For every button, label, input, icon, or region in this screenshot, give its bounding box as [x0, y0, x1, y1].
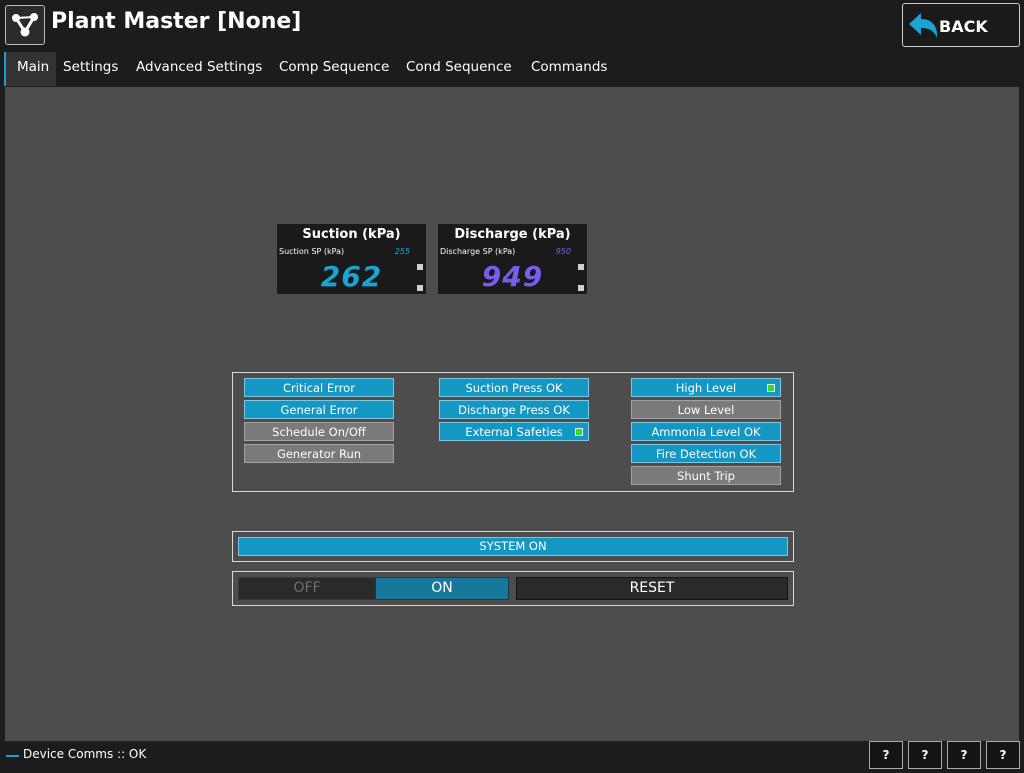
indicator-label: Discharge Press OK — [458, 403, 570, 417]
on-button[interactable]: ON — [375, 577, 509, 600]
status-box-2[interactable]: ? — [908, 741, 942, 769]
green-led-icon — [575, 428, 583, 436]
reset-button[interactable]: RESET — [516, 577, 788, 600]
tab-bar: Main Settings Advanced Settings Comp Seq… — [0, 52, 1024, 86]
indicator-discharge-press-ok: Discharge Press OK — [439, 400, 589, 419]
indicator-label: Generator Run — [276, 447, 362, 461]
indicator-critical-error: Critical Error — [244, 378, 394, 397]
suction-sp-value: 255 — [394, 247, 410, 256]
tab-commands[interactable]: Commands — [531, 59, 608, 75]
off-button[interactable]: OFF — [238, 577, 376, 600]
status-box-4[interactable]: ? — [986, 741, 1020, 769]
indicator-label: Ammonia Level OK — [651, 425, 761, 439]
indicator-label: Suction Press OK — [465, 381, 563, 395]
back-arrow-icon — [909, 13, 938, 38]
tab-settings[interactable]: Settings — [63, 59, 119, 75]
suction-indicator-bottom — [417, 285, 423, 291]
indicator-schedule-onoff: Schedule On/Off — [244, 422, 394, 441]
system-status-panel: SYSTEM ON — [232, 531, 794, 562]
indicator-ammonia-level-ok: Ammonia Level OK — [631, 422, 781, 441]
tab-comp-sequence[interactable]: Comp Sequence — [279, 59, 390, 75]
control-panel: OFF ON RESET — [232, 571, 794, 606]
indicator-label: Critical Error — [283, 381, 355, 395]
discharge-sp-value: 950 — [555, 247, 571, 256]
tab-cond-sequence[interactable]: Cond Sequence — [406, 59, 512, 75]
network-node-icon — [5, 5, 45, 45]
status-box-1[interactable]: ? — [869, 741, 903, 769]
discharge-indicator-bottom — [578, 285, 584, 291]
indicator-label: General Error — [280, 403, 358, 417]
indicator-label: Schedule On/Off — [272, 425, 366, 439]
indicator-high-level: High Level — [631, 378, 781, 397]
indicator-suction-press-ok: Suction Press OK — [439, 378, 589, 397]
indicator-generator-run: Generator Run — [244, 444, 394, 463]
system-status: SYSTEM ON — [238, 537, 788, 556]
indicator-general-error: General Error — [244, 400, 394, 419]
indicator-label: Fire Detection OK — [655, 447, 757, 461]
suction-gauge: Suction (kPa) Suction SP (kPa) 255 262 — [277, 224, 426, 294]
indicator-shunt-trip: Shunt Trip — [631, 466, 781, 485]
discharge-gauge: Discharge (kPa) Discharge SP (kPa) 950 9… — [438, 224, 587, 294]
suction-title: Suction (kPa) — [302, 227, 401, 242]
indicator-label: Shunt Trip — [677, 469, 735, 483]
discharge-indicator-top — [578, 264, 584, 270]
indicator-external-safeties: External Safeties — [439, 422, 589, 441]
title-bar: Plant Master [None] BACK — [0, 0, 1024, 52]
back-button[interactable]: BACK — [902, 3, 1020, 47]
comms-status-marker — [6, 755, 19, 757]
back-label: BACK — [939, 17, 988, 36]
page-title: Plant Master [None] — [51, 9, 302, 34]
suction-indicator-top — [417, 264, 423, 270]
suction-value: 262 — [320, 260, 383, 293]
discharge-sp-label: Discharge SP (kPa) — [440, 247, 516, 256]
indicator-label: External Safeties — [465, 425, 563, 439]
bottom-bar: Device Comms :: OK ? ? ? ? — [0, 741, 1024, 773]
tab-main[interactable]: Main — [4, 52, 56, 86]
indicator-label: Low Level — [677, 403, 735, 417]
device-comms-status: Device Comms :: OK — [23, 747, 147, 761]
status-box-3[interactable]: ? — [947, 741, 981, 769]
green-led-icon — [767, 384, 775, 392]
tab-advanced-settings[interactable]: Advanced Settings — [136, 59, 263, 75]
indicator-label: High Level — [675, 381, 737, 395]
discharge-value: 949 — [481, 260, 544, 293]
indicator-panel: Critical Error General Error Schedule On… — [232, 372, 794, 492]
discharge-title: Discharge (kPa) — [454, 227, 571, 242]
suction-sp-label: Suction SP (kPa) — [279, 247, 345, 256]
indicator-fire-detection-ok: Fire Detection OK — [631, 444, 781, 463]
indicator-low-level: Low Level — [631, 400, 781, 419]
